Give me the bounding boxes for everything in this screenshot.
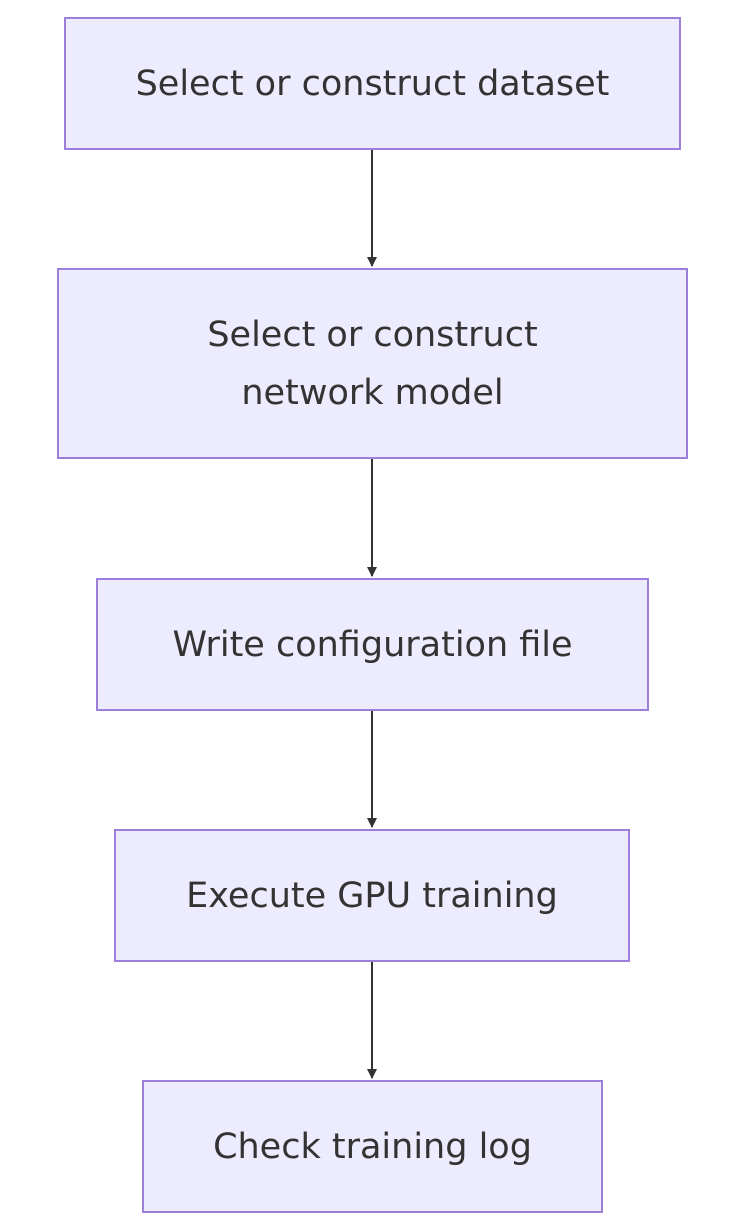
node-label: Select or construct dataset: [135, 63, 610, 104]
node-select-network-model: Select or construct network model: [57, 268, 688, 459]
node-label: Execute GPU training: [186, 875, 558, 916]
node-label: Check training log: [213, 1126, 532, 1167]
node-select-dataset: Select or construct dataset: [64, 17, 681, 150]
node-execute-gpu-training: Execute GPU training: [114, 829, 630, 962]
node-write-configuration-file: Write configuration file: [96, 578, 649, 711]
node-label: Write configuration file: [172, 624, 573, 665]
node-label: Select or construct network model: [207, 314, 538, 413]
node-check-training-log: Check training log: [142, 1080, 603, 1213]
